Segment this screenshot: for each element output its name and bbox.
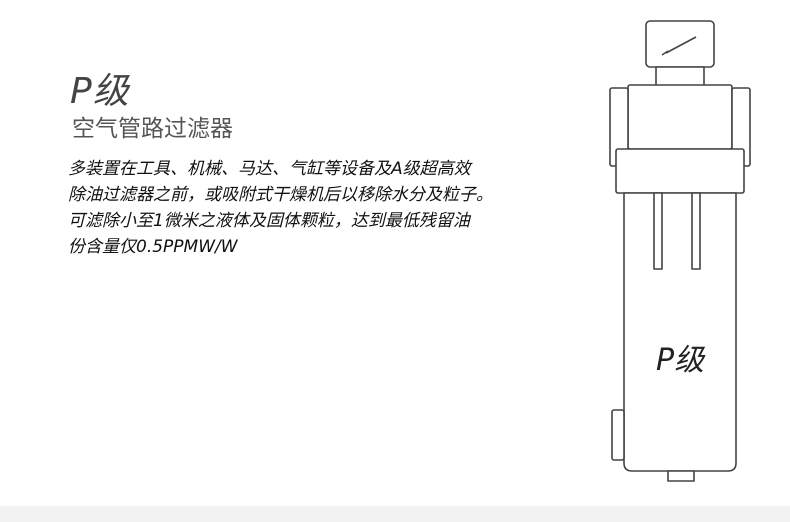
filter-head <box>627 84 733 150</box>
gauge-neck <box>655 66 705 88</box>
gauge-needle-tip <box>661 50 669 56</box>
filter-bowl <box>623 192 737 472</box>
product-description: 多装置在工具、机械、马达、气缸等设备及A级超高效 除油过滤器之前，或吸附式干燥机… <box>68 156 568 260</box>
bowl-collar <box>615 148 745 194</box>
drain-valve <box>667 470 695 482</box>
description-line-4: 份含量仅0.5PPMW/W <box>68 237 238 257</box>
product-subtitle: 空气管路过滤器 <box>72 116 233 142</box>
filter-drawing: P级 <box>609 20 751 482</box>
bowl-rib-left <box>653 192 663 270</box>
grade-title: P级 <box>70 71 130 112</box>
pressure-gauge-icon <box>645 20 715 68</box>
bowl-rib-right <box>691 192 701 270</box>
footer-band <box>0 506 790 522</box>
description-line-1: 多装置在工具、机械、马达、气缸等设备及A级超高效 <box>68 159 471 179</box>
description-line-2: 除油过滤器之前，或吸附式干燥机后以移除水分及粒子。 <box>68 185 493 205</box>
filter-illustration: P级 <box>600 15 760 485</box>
gauge-needle <box>665 36 697 54</box>
bowl-side-tab <box>611 409 625 461</box>
description-line-3: 可滤除小至1微米之液体及固体颗粒，达到最低残留油 <box>68 211 470 231</box>
bowl-label: P级 <box>656 343 706 378</box>
